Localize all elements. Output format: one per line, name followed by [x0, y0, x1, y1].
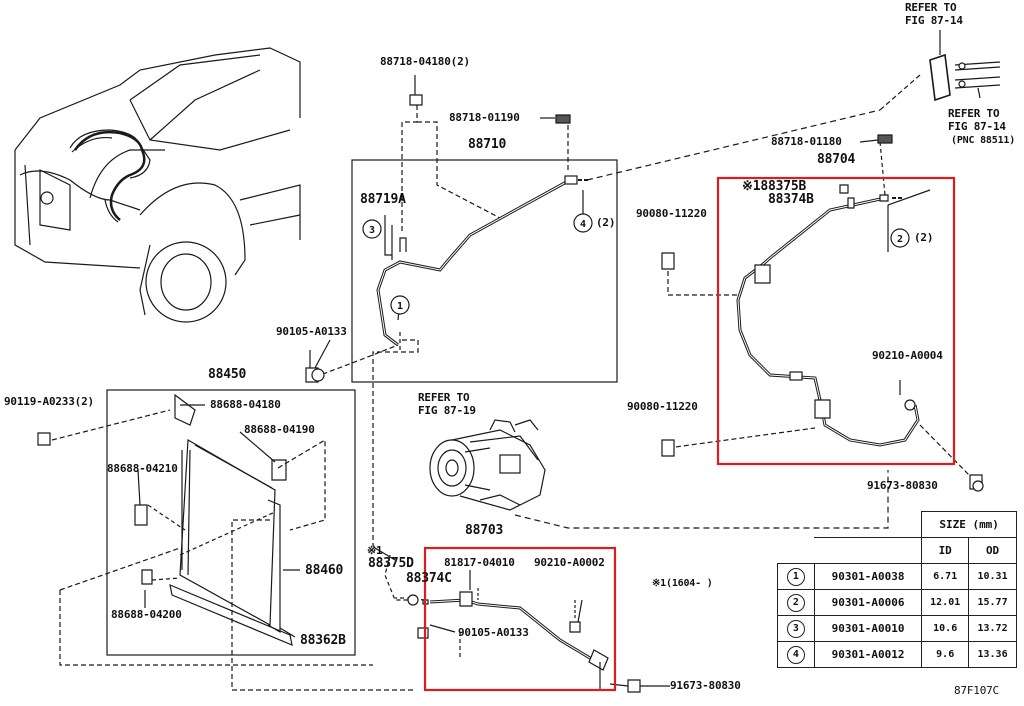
size-table-header-id: ID: [921, 537, 970, 564]
label-88375D: 88375D: [368, 556, 414, 571]
figure-code: 87F107C: [954, 684, 999, 697]
size-table-ref: 2: [786, 593, 805, 612]
label-refer-fig-87-14-top-line1: REFER TO: [905, 1, 957, 14]
label-90105-A0133-bottom: 90105-A0133: [458, 626, 529, 639]
size-table-od: 15.77: [968, 589, 1017, 616]
size-table-id: 12.01: [921, 589, 970, 616]
label-refer-fig-87-19-line2: FIG 87-19: [418, 404, 476, 417]
label-88718-01180: 88718-01180: [771, 135, 842, 148]
box-88710: [351, 159, 618, 383]
label-88718-01190: 88718-01190: [449, 111, 520, 124]
callout-circle-3: [362, 219, 382, 239]
label-88718-04180: 88718-04180(2): [380, 55, 470, 68]
size-table-part: 90301-A0012: [813, 641, 923, 668]
label-refer-fig-87-14-right-line2: FIG 87-14: [948, 120, 1006, 133]
label-90105-A0133-top: 90105-A0133: [276, 325, 347, 338]
compressor: [429, 419, 546, 511]
callout-text-3: 3: [369, 225, 375, 236]
callout-circle-4: [573, 213, 593, 233]
label-90210-A0004: 90210-A0004: [872, 349, 943, 362]
callout-text-4: 4: [580, 219, 586, 230]
highlight-box-88704: [716, 176, 956, 466]
label-88688-04210: 88688-04210: [107, 462, 178, 475]
size-table-ref: 1: [786, 567, 805, 586]
label-81817-04010: 81817-04010: [444, 556, 515, 569]
label-note1-text: ※1(1604- ): [652, 578, 713, 589]
size-table-od: 10.31: [968, 563, 1017, 590]
label-88719A: 88719A: [360, 192, 406, 207]
table-row: 4 90301-A0012 9.6 13.36: [777, 641, 1017, 668]
label-88688-04190: 88688-04190: [244, 423, 315, 436]
size-table-ref: 4: [786, 645, 805, 664]
size-table-id: 6.71: [921, 563, 970, 590]
label-91673-80830-right: 91673-80830: [867, 479, 938, 492]
label-90080-11220-top: 90080-11220: [636, 207, 707, 220]
table-row: 1 90301-A0038 6.71 10.31: [777, 563, 1017, 590]
label-88688-04180: 88688-04180: [210, 398, 281, 411]
callout-text-1: 1: [397, 301, 403, 312]
box-88450: [106, 389, 356, 656]
size-table-part: 90301-A0006: [813, 589, 923, 616]
label-refer-fig-87-14-right-line1: REFER TO: [948, 107, 1000, 120]
size-table-od: 13.72: [968, 615, 1017, 642]
size-table-id: 9.6: [921, 641, 970, 668]
size-table-title: SIZE (mm): [921, 511, 1017, 538]
size-table-id: 10.6: [921, 615, 970, 642]
label-88375B: ※188375B: [742, 179, 807, 194]
label-88704: 88704: [817, 152, 856, 167]
callout-text-2: 2: [897, 234, 903, 245]
label-88374C: 88374C: [406, 571, 452, 586]
label-88450: 88450: [208, 367, 247, 382]
label-88374B: 88374B: [768, 192, 814, 207]
size-table-part: 90301-A0038: [813, 563, 923, 590]
size-table-od: 13.36: [968, 641, 1017, 668]
callout-circle-1: [390, 295, 410, 315]
size-table-header-od: OD: [968, 537, 1017, 564]
label-88703: 88703: [465, 523, 504, 538]
size-table-part: 90301-A0010: [813, 615, 923, 642]
label-note1-mark: ※1: [367, 544, 383, 557]
size-table-ref: 3: [786, 619, 805, 638]
label-refer-fig-87-19-line1: REFER TO: [418, 391, 470, 404]
label-88710: 88710: [468, 137, 507, 152]
label-88688-04200: 88688-04200: [111, 608, 182, 621]
table-row: 3 90301-A0010 10.6 13.72: [777, 615, 1017, 642]
o-ring-size-table: SIZE (mm) ID OD 1 90301-A0038 6.71 10.31…: [777, 511, 1017, 668]
label-88460: 88460: [305, 563, 344, 578]
label-90210-A0002: 90210-A0002: [534, 556, 605, 569]
table-row: 2 90301-A0006 12.01 15.77: [777, 589, 1017, 616]
label-callout-2-qty: (2): [914, 231, 934, 244]
highlight-box-88703: [423, 546, 617, 692]
label-91673-80830-bottom: 91673-80830: [670, 679, 741, 692]
label-88362B: 88362B: [300, 633, 346, 648]
label-90119-A0233: 90119-A0233(2): [4, 395, 94, 408]
label-callout-4-qty: (2): [596, 216, 616, 229]
callout-circle-2: [890, 228, 910, 248]
vehicle-sketch: [14, 47, 301, 323]
label-refer-fig-87-14-top-line2: FIG 87-14: [905, 14, 963, 27]
label-refer-fig-87-14-right-pnc: (PNC 88511): [951, 135, 1016, 146]
label-90080-11220-bottom: 90080-11220: [627, 400, 698, 413]
